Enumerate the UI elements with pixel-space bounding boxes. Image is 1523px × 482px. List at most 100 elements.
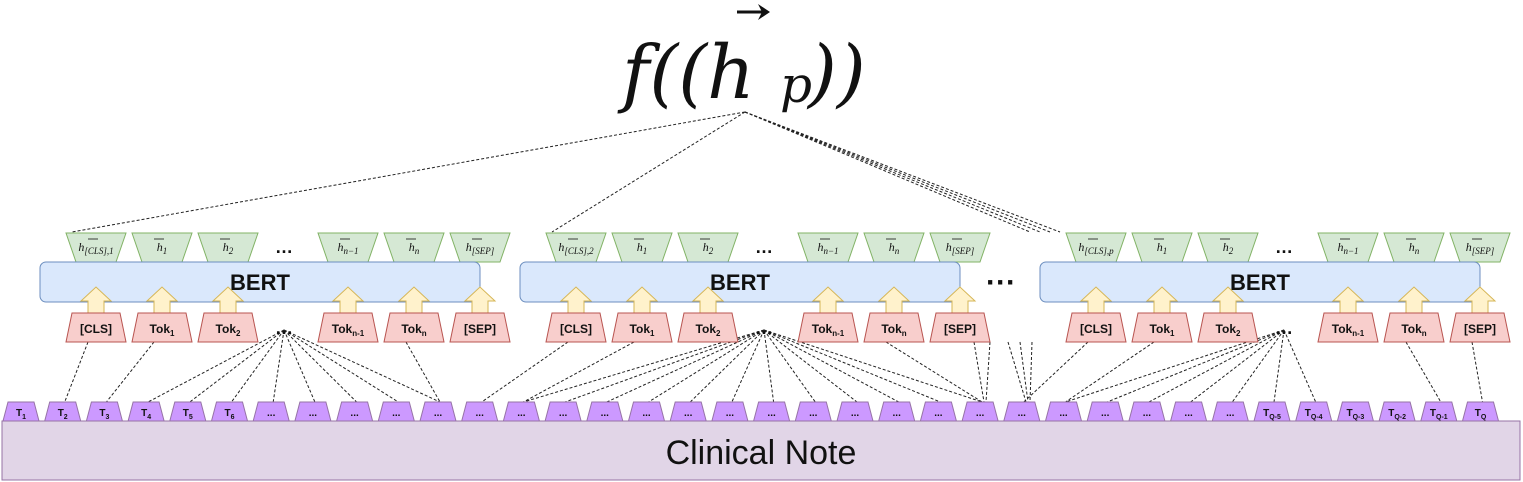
note-token-label: TQ-2: [1388, 408, 1406, 421]
input-token-label: Tok2: [696, 322, 721, 338]
blocks-ellipsis: ···: [986, 266, 1016, 299]
connector-line-2-27: [1065, 341, 1155, 403]
input-token: [383, 312, 445, 343]
note-token-label: ...: [559, 408, 568, 419]
connector-line-2-34: [1283, 329, 1317, 403]
input-token: [131, 312, 193, 343]
connector-line-formula-0: [71, 111, 746, 233]
input-token-label: Tok1: [1150, 322, 1175, 338]
connector-line-0-7: [283, 329, 357, 403]
connector-line-1-19: [763, 329, 775, 403]
note-token-label: TQ: [1475, 408, 1487, 421]
clinical-note-label: Clinical Note: [666, 434, 857, 472]
up-arrow-icon: [625, 286, 659, 314]
output-vector-label: hn: [1409, 240, 1420, 256]
input-token-label: [CLS]: [80, 322, 112, 336]
output-vector-label: hn: [409, 240, 420, 256]
note-token-label: ...: [517, 408, 526, 419]
connector-line-1-18: [731, 329, 765, 403]
note-token-label: ...: [893, 408, 902, 419]
connector-line-1-12: [523, 341, 635, 403]
output-vector-label: h[SEP]: [1466, 240, 1495, 256]
connector-line-1-15: [606, 329, 765, 403]
connector-line-2-28: [1065, 329, 1285, 403]
up-arrow-icon: [943, 286, 977, 314]
output-vector-label: h[SEP]: [946, 240, 975, 256]
note-token-label: ...: [976, 408, 985, 419]
connector-line-2-33: [1273, 329, 1285, 403]
bert-label: BERT: [710, 270, 770, 295]
input-token-label: Tokn-1: [332, 322, 365, 338]
input-token: [545, 312, 607, 343]
input-token: [1317, 312, 1379, 343]
input-token-label: [SEP]: [944, 322, 976, 336]
note-token-label: T6: [224, 408, 234, 421]
output-vector-label: hn−1: [1337, 240, 1358, 256]
formula-subscript: p: [780, 56, 812, 114]
formula-close: )): [806, 30, 866, 116]
output-vector: [449, 232, 511, 263]
output-vector-label: h1: [157, 240, 168, 256]
connector-line-0-5: [272, 329, 285, 403]
input-token: [197, 312, 259, 343]
note-token-label: ...: [392, 408, 401, 419]
connector-line-formula-2: [744, 111, 1061, 233]
note-token-label: TQ-4: [1305, 408, 1323, 421]
note-token-label: ...: [267, 408, 276, 419]
note-token-label: ...: [934, 408, 943, 419]
connector-line-2-30: [1148, 329, 1285, 403]
connector-line-formula-5: [744, 111, 1031, 233]
connector-lines: [64, 111, 1483, 403]
input-token-label: Tokn: [881, 322, 906, 338]
input-token-label: Tok2: [1216, 322, 1241, 338]
note-token-label: TQ-1: [1430, 408, 1448, 421]
connector-line-0-10: [405, 341, 441, 403]
input-token: [1383, 312, 1445, 343]
output-vector-label: h2: [1223, 240, 1234, 256]
connector-line-formula-3: [744, 111, 1051, 233]
connector-line-gap-3: [1019, 341, 1029, 403]
note-token-label: ...: [476, 408, 485, 419]
connector-line-1-23: [763, 329, 941, 403]
note-token-label: ...: [1143, 408, 1152, 419]
up-arrow-icon: [1331, 286, 1365, 314]
up-arrow-icon: [331, 286, 365, 314]
connector-line-0-6: [283, 329, 316, 403]
note-token-label: ...: [1184, 408, 1193, 419]
input-token-label: Tokn: [1401, 322, 1426, 338]
note-token-label: ...: [1059, 408, 1068, 419]
input-ellipsis: …: [755, 318, 773, 338]
input-token: [677, 312, 739, 343]
note-token-label: ...: [434, 408, 443, 419]
output-vector-label: h2: [703, 240, 714, 256]
note-token-label: T2: [58, 408, 68, 421]
note-token-label: ...: [642, 408, 651, 419]
up-arrow-icon: [559, 286, 593, 314]
input-token: [317, 312, 379, 343]
note-token-label: TQ-3: [1347, 408, 1365, 421]
input-token-label: Tok2: [216, 322, 241, 338]
connector-line-0-9: [283, 329, 441, 403]
note-token-label: ...: [767, 408, 776, 419]
input-token-label: Tok1: [630, 322, 655, 338]
input-token-label: [CLS]: [1080, 322, 1112, 336]
output-vector-label: hn−1: [337, 240, 358, 256]
up-arrow-icon: [463, 286, 497, 314]
up-arrow-icon: [811, 286, 845, 314]
connector-line-formula-4: [744, 111, 1041, 233]
connector-line-gap-1: [985, 341, 991, 403]
bert-model-box: [519, 261, 961, 303]
note-token-label: ...: [1018, 408, 1027, 419]
output-vector-label: h[CLS],2: [558, 240, 594, 256]
up-arrow-icon: [397, 286, 431, 314]
note-token-label: ...: [350, 408, 359, 419]
input-ellipsis: …: [1275, 318, 1293, 338]
connector-line-gap-2: [1007, 341, 1027, 403]
up-arrow-icon: [79, 286, 113, 314]
connector-line-2-35: [1405, 341, 1442, 403]
input-token: [929, 312, 991, 343]
